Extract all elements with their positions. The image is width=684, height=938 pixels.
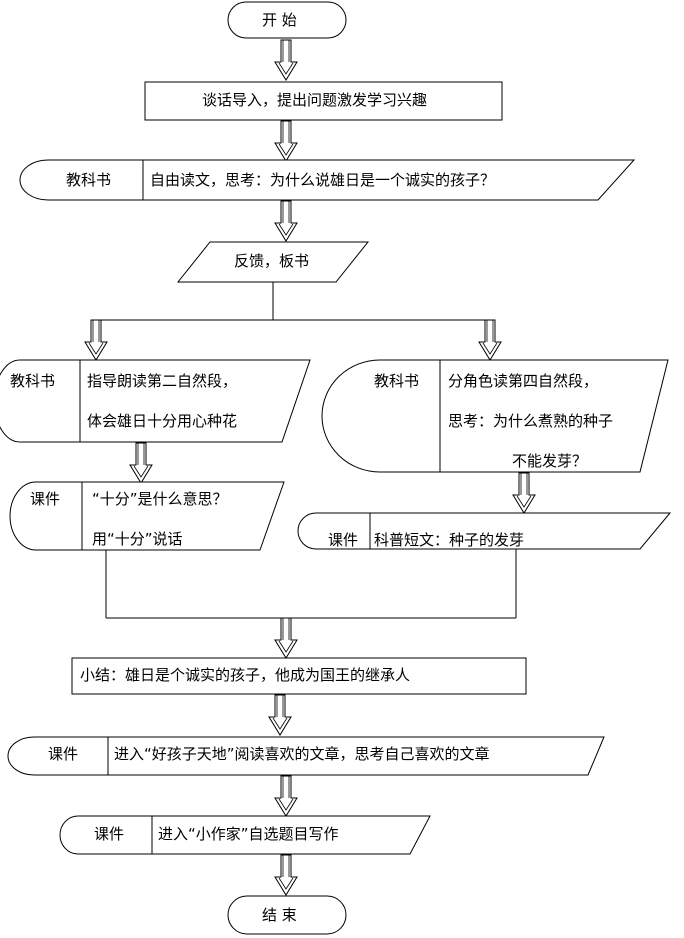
writing-text-label: 进入“小作家”自选题目写作 bbox=[158, 825, 339, 843]
arrow-summary-to-reading bbox=[268, 694, 292, 736]
left-resource-shape bbox=[0, 359, 80, 443]
read-text-label: 自由读文，思考：为什么说雄日是一个诚实的孩子？ bbox=[150, 172, 495, 189]
start-label: 开 始 bbox=[262, 11, 297, 29]
left2-parallelogram bbox=[81, 481, 285, 551]
end-terminator bbox=[227, 895, 347, 935]
right-resource-shape bbox=[321, 359, 440, 473]
arrow-left-reading-to-courseware bbox=[129, 442, 153, 484]
right2-parallelogram bbox=[369, 512, 672, 550]
summary-label: 小结：雄日是个诚实的孩子，他成为国王的继承人 bbox=[80, 666, 411, 684]
arrow-split-right bbox=[478, 319, 502, 361]
read-text-parallelogram bbox=[142, 159, 636, 201]
start-terminator bbox=[227, 1, 347, 39]
end-label: 结 束 bbox=[262, 906, 297, 924]
feedback-parallelogram bbox=[176, 241, 370, 283]
right-resource-label: 教科书 bbox=[374, 372, 420, 390]
reading-text-label: 进入“好孩子天地”阅读喜欢的文章，思考自己喜欢的文章 bbox=[114, 745, 490, 763]
left2-resource-shape bbox=[9, 481, 82, 551]
summary-process bbox=[71, 657, 527, 695]
right-reading-parallelogram bbox=[439, 359, 669, 473]
arrow-start-to-intro bbox=[274, 39, 298, 81]
left-resource-label: 教科书 bbox=[10, 372, 56, 390]
arrow-merge-to-summary bbox=[274, 617, 298, 659]
read-text-content: 自由读文，思考：为什么说雄日是一个诚实的孩子？ bbox=[150, 171, 496, 189]
intro-process bbox=[144, 81, 503, 121]
right-reading-line2: 思考：为什么煮熟的种子 bbox=[448, 412, 614, 430]
reading-resource-label: 课件 bbox=[48, 745, 79, 763]
left2-line1: “十分”是什么意思？ bbox=[92, 490, 228, 508]
reading-parallelogram bbox=[107, 736, 605, 776]
arrow-intro-to-read bbox=[274, 120, 298, 162]
read-resource-shape bbox=[19, 159, 143, 201]
left2-line2: 用“十分”说话 bbox=[92, 530, 183, 548]
reading-resource-shape bbox=[7, 736, 108, 776]
writing-resource-shape bbox=[59, 815, 152, 855]
right2-resource-label: 课件 bbox=[328, 531, 359, 549]
left-reading-parallelogram bbox=[79, 359, 311, 443]
left2-resource-label: 课件 bbox=[30, 490, 61, 508]
right2-resource-shape bbox=[297, 512, 370, 550]
feedback-label: 反馈，板书 bbox=[234, 252, 310, 270]
arrow-split-left bbox=[84, 319, 108, 361]
right-reading-line3: 不能发芽？ bbox=[512, 452, 588, 470]
arrow-read-to-feedback bbox=[274, 200, 298, 242]
left-reading-line2: 体会雄日十分用心种花 bbox=[87, 412, 238, 430]
right2-text-label: 科普短文：种子的发芽 bbox=[374, 531, 525, 549]
arrow-reading-to-writing bbox=[274, 775, 298, 817]
right-reading-line1: 分角色读第四自然段， bbox=[448, 372, 599, 390]
writing-parallelogram bbox=[151, 815, 431, 855]
arrow-right-reading-to-courseware bbox=[512, 472, 536, 514]
intro-label: 谈话导入，提出问题激发学习兴趣 bbox=[202, 91, 428, 109]
writing-resource-label: 课件 bbox=[94, 825, 125, 843]
arrow-writing-to-end bbox=[274, 854, 298, 896]
read-resource-label: 教科书 bbox=[66, 171, 112, 189]
left-reading-line1: 指导朗读第二自然段， bbox=[87, 372, 238, 390]
